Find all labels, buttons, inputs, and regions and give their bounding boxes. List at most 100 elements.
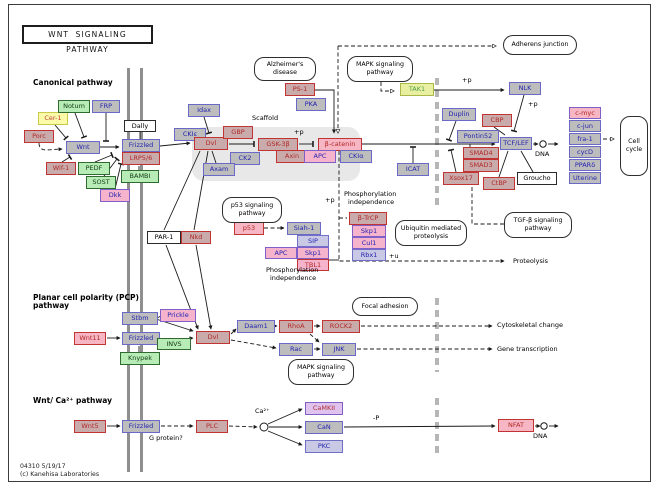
node-idax[interactable]: Idax [188,104,220,117]
node-dvl1[interactable]: Dvl [194,137,228,150]
label-pu: +u [389,252,399,260]
node-cul1[interactable]: Cul1 [352,237,386,249]
node-porc[interactable]: Porc [24,130,54,143]
node-siah1[interactable]: Siah-1 [287,222,321,235]
node-smad4[interactable]: SMAD4 [463,147,499,159]
node-nlk[interactable]: NLK [509,82,541,95]
node-rac[interactable]: Rac [279,343,313,356]
node-tbl1[interactable]: TBL1 [297,259,329,271]
node-apc2[interactable]: APC [265,247,297,259]
node-cmyc[interactable]: c-myc [569,107,601,119]
node-pka[interactable]: PKA [296,98,326,111]
node-cer1[interactable]: Cer-1 [38,112,68,125]
pathway-link-label: cycle [625,146,643,153]
node-icat[interactable]: ICAT [397,163,429,176]
node-groucho[interactable]: Groucho [517,172,557,185]
node-btrcp[interactable]: β-TrCP [349,212,387,225]
node-nkd[interactable]: Nkd [181,231,211,244]
node-axam[interactable]: Axam [203,163,235,176]
node-tak1[interactable]: TAK1 [400,83,434,96]
edge-19 [380,82,394,91]
node-frizzled1[interactable]: Frizzled [122,139,160,152]
node-can[interactable]: CaN [305,421,343,434]
node-xsox17[interactable]: Xsox17 [443,172,479,185]
node-tcflef[interactable]: TCF/LEF [500,137,532,150]
edge-61 [343,423,496,429]
edge-27 [493,126,506,136]
edge-24 [445,120,457,142]
node-frizzled2[interactable]: Frizzled [122,332,160,345]
node-cbp[interactable]: CBP [482,114,512,127]
node-nfat[interactable]: NFAT [498,419,534,432]
node-dkk[interactable]: Dkk [100,189,130,202]
node-notum[interactable]: Notum [58,100,90,113]
node-wif1[interactable]: Wif-1 [46,162,76,175]
node-ck2[interactable]: CK2 [230,152,260,165]
label-sec-ca: Wnt/ Ca²⁺ pathway [33,396,112,405]
node-sost[interactable]: SOST [86,176,116,189]
node-par1[interactable]: PAR-1 [147,231,181,244]
node-frizzled3[interactable]: Frizzled [122,420,160,433]
label-ca-ion: Ca²⁺ [255,407,270,415]
node-ctbp[interactable]: CtBP [483,177,515,190]
node-uterine[interactable]: Uterine [569,172,601,184]
node-ps1[interactable]: PS-1 [285,83,315,96]
node-pontin52[interactable]: Pontin52 [457,130,499,143]
node-daam1[interactable]: Daam1 [237,320,275,333]
edge-0 [38,142,63,152]
node-smad3[interactable]: SMAD3 [463,159,499,172]
node-ckia[interactable]: CKIα [340,150,372,163]
pathway-link-label: Ubiquitin mediated [400,225,462,233]
node-rbx1[interactable]: Rbx1 [352,249,386,261]
node-knypek[interactable]: Knypek [120,352,160,365]
node-skp1b[interactable]: Skp1 [352,225,386,237]
node-frp[interactable]: FRP [92,100,120,113]
label-phos2a: Phosphorylation [266,266,319,274]
node-rock2[interactable]: ROCK2 [322,320,360,333]
node-p53[interactable]: p53 [234,222,264,235]
pathway-link-focal[interactable]: Focal adhesion [352,297,418,316]
pathway-link-label: p53 signaling [230,202,274,210]
node-dally[interactable]: Dally [124,120,156,132]
node-gbp[interactable]: GBP [223,126,253,139]
label-pp-ind: +p [325,196,335,204]
node-stbm[interactable]: Stbm [122,312,158,325]
node-rhoa[interactable]: RhoA [279,320,313,333]
node-invs[interactable]: INVS [157,338,191,350]
node-bambi[interactable]: BAMBI [121,170,159,183]
node-ppard[interactable]: PPARδ [569,159,601,171]
edge-5 [61,154,73,163]
dna-site-ca-circle [540,422,548,430]
pathway-link-label: Adherens junction [511,41,569,49]
edge-58 [267,408,303,425]
edge-41 [195,244,213,330]
label-phos1b: independence [348,198,395,206]
label-minus-p: -P [373,414,380,422]
node-wnt[interactable]: Wnt [66,141,100,154]
node-cjun[interactable]: c-jun [569,120,601,132]
node-plc[interactable]: PLC [196,420,228,433]
node-dvl2[interactable]: Dvl [196,331,230,344]
node-jnk[interactable]: JNK [322,343,356,356]
node-sip[interactable]: SIP [297,235,329,247]
node-fra1[interactable]: fra-1 [569,133,601,145]
node-pedf[interactable]: PEDF [78,162,110,175]
node-prickle[interactable]: Prickle [160,309,196,322]
node-lrp56[interactable]: LRP5/6 [122,152,160,165]
node-cycd[interactable]: cycD [569,146,601,158]
node-wnt5[interactable]: Wnt5 [74,420,106,433]
node-skp1a[interactable]: Skp1 [297,247,329,259]
node-camkii[interactable]: CaMKII [305,402,343,415]
node-apc1[interactable]: APC [304,150,336,163]
node-duplin[interactable]: Duplin [442,108,476,121]
node-wnt11[interactable]: Wnt11 [74,332,106,345]
pathway-link-adherens[interactable]: Adherens junction [503,35,577,55]
node-pkc[interactable]: PKC [305,440,343,453]
